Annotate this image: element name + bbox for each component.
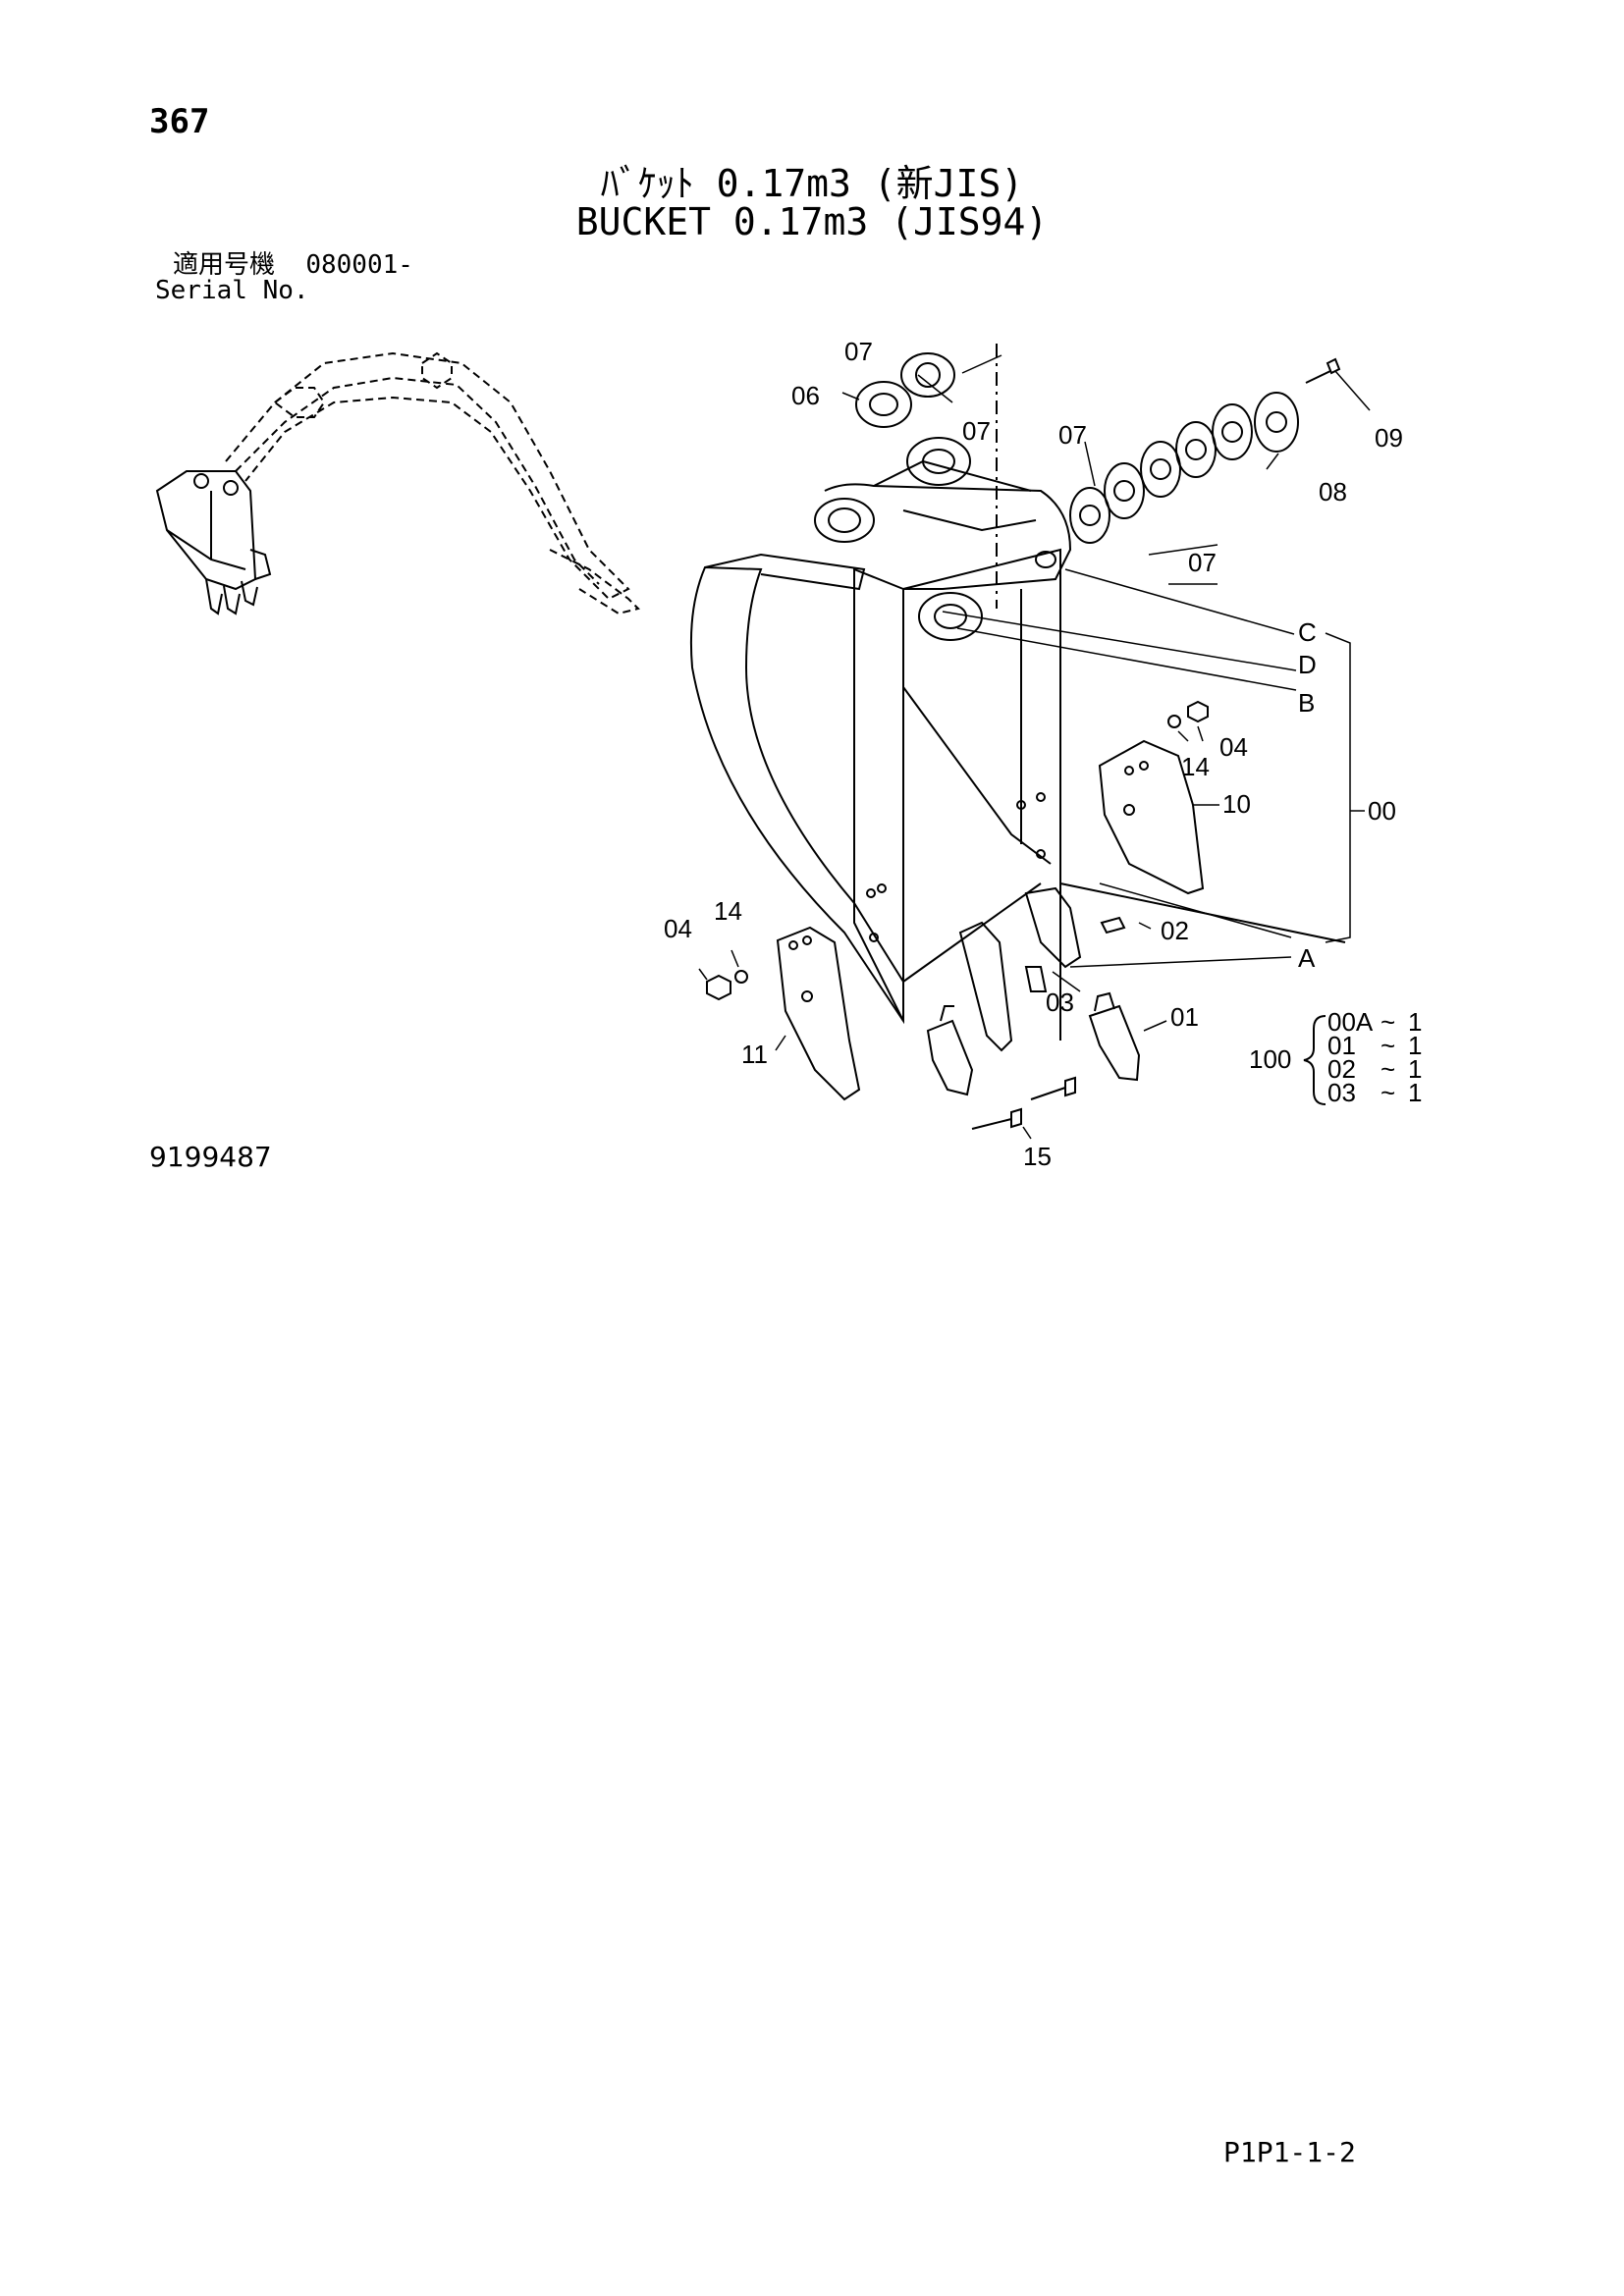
title-japanese: ﾊﾞｹｯﾄ 0.17m3 (新JIS) [600, 162, 1024, 205]
kit-reference: 100 00A ~ 1 01 ~ 1 02 ~ 1 03 ~ 1 [1249, 1007, 1422, 1107]
kit-row-sep: ~ [1380, 1078, 1395, 1107]
kit-row-sep: ~ [1380, 1054, 1395, 1084]
callout-C: C [1298, 617, 1317, 647]
kit-row-qty: 1 [1408, 1031, 1422, 1060]
kit-row-part: 03 [1327, 1078, 1356, 1107]
callout-07-top-right: 07 [962, 416, 991, 446]
kit-row-sep: ~ [1380, 1007, 1395, 1037]
callout-08: 08 [1319, 477, 1347, 507]
kit-row: 01 ~ 1 [1327, 1031, 1422, 1060]
callout-00: 00 [1368, 796, 1396, 826]
callout-11: 11 [741, 1040, 768, 1069]
callout-02: 02 [1161, 916, 1189, 945]
callout-04-right: 04 [1219, 732, 1248, 762]
callout-06: 06 [791, 381, 820, 410]
side-cutter-left [776, 926, 861, 1101]
callout-D: D [1298, 650, 1317, 679]
drawing-number: 9199487 [149, 1141, 272, 1173]
kit-row-part: 02 [1327, 1054, 1356, 1084]
kit-row: 00A ~ 1 [1327, 1007, 1422, 1037]
callout-07-right: 07 [1058, 420, 1087, 450]
callout-03: 03 [1046, 988, 1074, 1017]
hardware [706, 700, 1209, 1130]
callout-14-right: 14 [1181, 752, 1210, 781]
callout-14-left: 14 [714, 896, 742, 926]
callout-labels: 07 07 06 07 07 09 08 C D B 04 14 10 00 0… [664, 337, 1403, 1171]
serial-label-english: Serial No. [155, 276, 309, 305]
kit-row: 02 ~ 1 [1327, 1054, 1422, 1084]
bucket-teeth [926, 886, 1141, 1096]
callout-07-lower: 07 [1188, 548, 1217, 577]
callout-09: 09 [1375, 423, 1403, 453]
callout-A: A [1298, 943, 1316, 973]
excavator-arm-sketch [155, 351, 640, 615]
callout-04-left: 04 [664, 914, 692, 943]
washers [855, 352, 1341, 544]
callout-10: 10 [1222, 789, 1251, 819]
serial-value: 080001- [305, 250, 413, 280]
page-number: 367 [149, 102, 210, 141]
side-cutter-right [1098, 739, 1205, 895]
leader-lines [698, 354, 1371, 1140]
kit-number: 100 [1249, 1044, 1291, 1074]
title-english: BUCKET 0.17m3 (JIS94) [575, 200, 1049, 243]
callout-01: 01 [1170, 1002, 1199, 1032]
kit-row-part: 01 [1327, 1031, 1356, 1060]
kit-row-qty: 1 [1408, 1078, 1422, 1107]
kit-row: 03 ~ 1 [1327, 1078, 1422, 1107]
serial-row: 適用号機 080001- [173, 251, 413, 279]
kit-row-qty: 1 [1408, 1007, 1422, 1037]
callout-B: B [1298, 688, 1315, 718]
callout-15: 15 [1023, 1142, 1052, 1171]
kit-row-sep: ~ [1380, 1031, 1395, 1060]
callout-07-top-left: 07 [844, 337, 873, 366]
sheet-code: P1P1-1-2 [1223, 2136, 1356, 2168]
serial-label-japanese: 適用号機 [173, 250, 276, 280]
kit-row-part: 00A [1327, 1007, 1374, 1037]
kit-row-qty: 1 [1408, 1054, 1422, 1084]
bucket-body [689, 344, 1346, 1041]
